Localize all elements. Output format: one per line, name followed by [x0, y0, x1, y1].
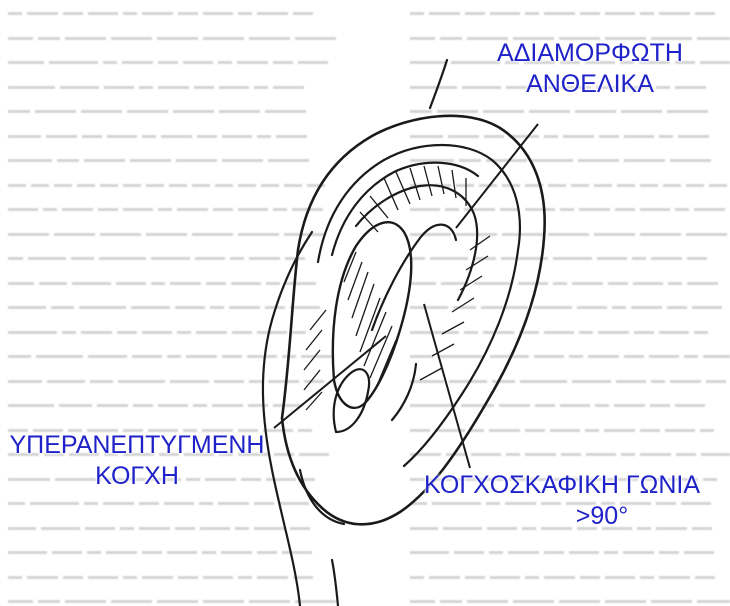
background-text-left: [8, 0, 338, 606]
leader-angle: [423, 303, 471, 469]
leader-antihelix: [455, 123, 539, 229]
leader-concha: [273, 335, 387, 429]
label-antihelix: ΑΔΙΑΜΟΡΦΩΤΗ ΑΝΘΕΛΙΚΑ: [470, 38, 710, 100]
helix-inner: [316, 144, 521, 468]
label-concha: ΥΠΕΡΑΝΕΠΤΥΓΜΕΝΗ ΚΟΓΧΗ: [2, 430, 272, 492]
head-outline: [428, 58, 449, 110]
leader-lines: [273, 123, 539, 469]
label-angle-line2: >90°: [575, 502, 629, 530]
antihelix-ridge: [354, 184, 479, 302]
label-concha-line1: ΥΠΕΡΑΝΕΠΤΥΓΜΕΝΗ: [9, 431, 265, 459]
label-concha-line2: ΚΟΓΧΗ: [95, 462, 179, 490]
antihelix-lower: [370, 223, 458, 332]
label-antihelix-line1: ΑΔΙΑΜΟΡΦΩΤΗ: [497, 39, 683, 67]
label-angle-line1: ΚΟΓΧΟΣΚΑΦΙΚΗ ΓΩΝΙΑ: [423, 471, 701, 499]
helix-outer: [280, 114, 546, 526]
jaw-outline: [330, 558, 340, 606]
neck-outline: [261, 230, 314, 606]
antitragus: [390, 362, 418, 422]
background-text-right: [410, 0, 730, 606]
label-angle: ΚΟΓΧΟΣΚΑΦΙΚΗ ΓΩΝΙΑ >90°: [402, 470, 722, 532]
tragus: [332, 368, 371, 434]
lobule: [298, 468, 346, 526]
label-antihelix-line2: ΑΝΘΕΛΙΚΑ: [526, 70, 654, 98]
helix-inner-2: [330, 161, 480, 257]
shading-hatching: [303, 165, 491, 411]
